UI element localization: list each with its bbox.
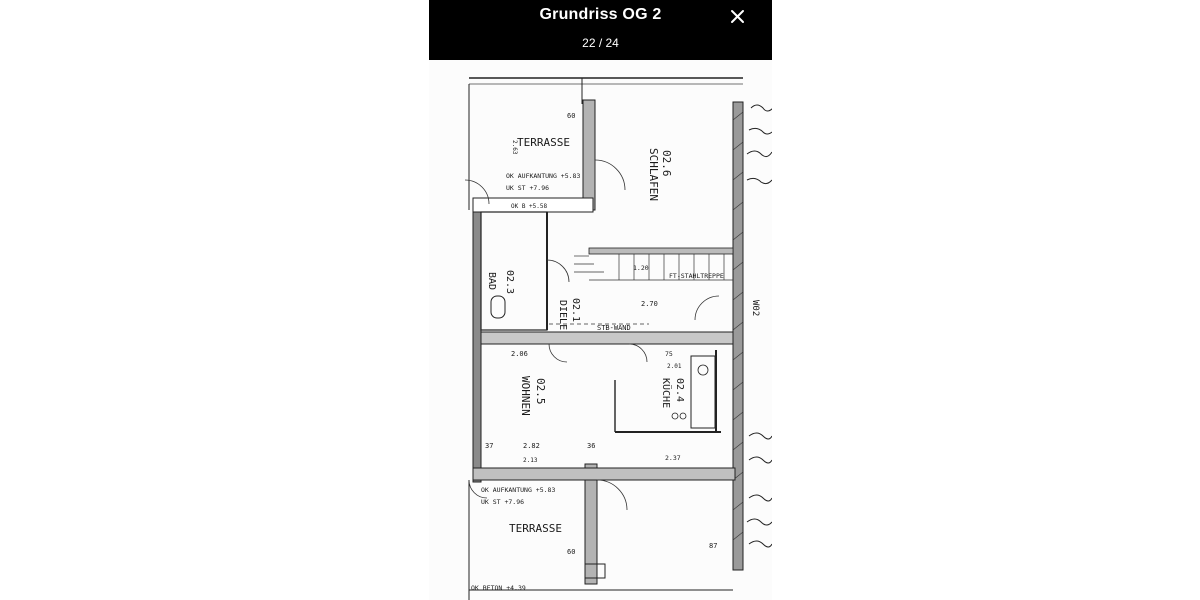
room-number-diele: 02.1	[570, 298, 581, 322]
dimension-237: 2.37	[665, 454, 681, 462]
room-label-wohnen: WOHNEN	[519, 376, 532, 416]
close-icon	[731, 10, 744, 23]
image-title: Grundriss OG 2	[539, 6, 662, 23]
floor-plan-image[interactable]: 02.6 SCHLAFEN 02.3 BAD 02.1 DIELE 02.5 W…	[429, 60, 772, 600]
dimension-270: 2.70	[641, 300, 658, 308]
note-ukst-bottom: UK ST +7.96	[481, 498, 524, 506]
note-ukst-top: UK ST +7.96	[506, 184, 549, 192]
dimension-282: 2.82	[523, 442, 540, 450]
dimension-120: 1.20	[633, 264, 649, 272]
note-aufkantung-bottom: OK AUFKANTUNG +5.83	[481, 486, 555, 494]
room-label-schlafen: SCHLAFEN	[647, 148, 660, 201]
room-label-kueche: KÜCHE	[660, 378, 673, 408]
dimension-213: 2.13	[523, 457, 538, 464]
image-viewer: Grundriss OG 2 22 / 24	[429, 0, 772, 600]
close-button[interactable]	[727, 6, 749, 28]
room-label-terrasse-top: TERRASSE	[517, 136, 570, 149]
dimension-75: 75	[665, 350, 673, 358]
floor-plan-drawing: 02.6 SCHLAFEN 02.3 BAD 02.1 DIELE 02.5 W…	[429, 60, 772, 600]
room-label-bad: BAD	[486, 272, 497, 290]
dimension-263: 2.63	[511, 140, 518, 155]
viewer-header: Grundriss OG 2 22 / 24	[429, 0, 772, 60]
dimension-37: 37	[485, 442, 493, 450]
note-stb-wand: STB-WAND	[597, 324, 631, 332]
dimension-60-bottom: 60	[567, 548, 575, 556]
dimension-60-top: 60	[567, 112, 575, 120]
dimension-206: 2.06	[511, 350, 528, 358]
dimension-36: 36	[587, 442, 595, 450]
dimension-201: 2.01	[667, 363, 682, 370]
room-label-diele: DIELE	[557, 300, 568, 330]
room-number-bad: 02.3	[504, 270, 515, 294]
note-ok-beton: OK BETON +4.39	[471, 584, 526, 592]
room-number-wohnen: 02.5	[534, 378, 547, 405]
note-w02: W02	[750, 300, 760, 316]
room-label-terrasse-bottom: TERRASSE	[509, 522, 562, 535]
dimension-87: 87	[709, 542, 717, 550]
note-okb: OK B +5.58	[511, 203, 548, 210]
note-aufkantung-top: OK AUFKANTUNG +5.83	[506, 172, 580, 180]
room-number-kueche: 02.4	[674, 378, 685, 402]
room-number-schlafen: 02.6	[660, 150, 673, 177]
image-counter: 22 / 24	[582, 36, 619, 50]
note-stahltreppe: FT-STAHLTREPPE	[669, 272, 724, 280]
